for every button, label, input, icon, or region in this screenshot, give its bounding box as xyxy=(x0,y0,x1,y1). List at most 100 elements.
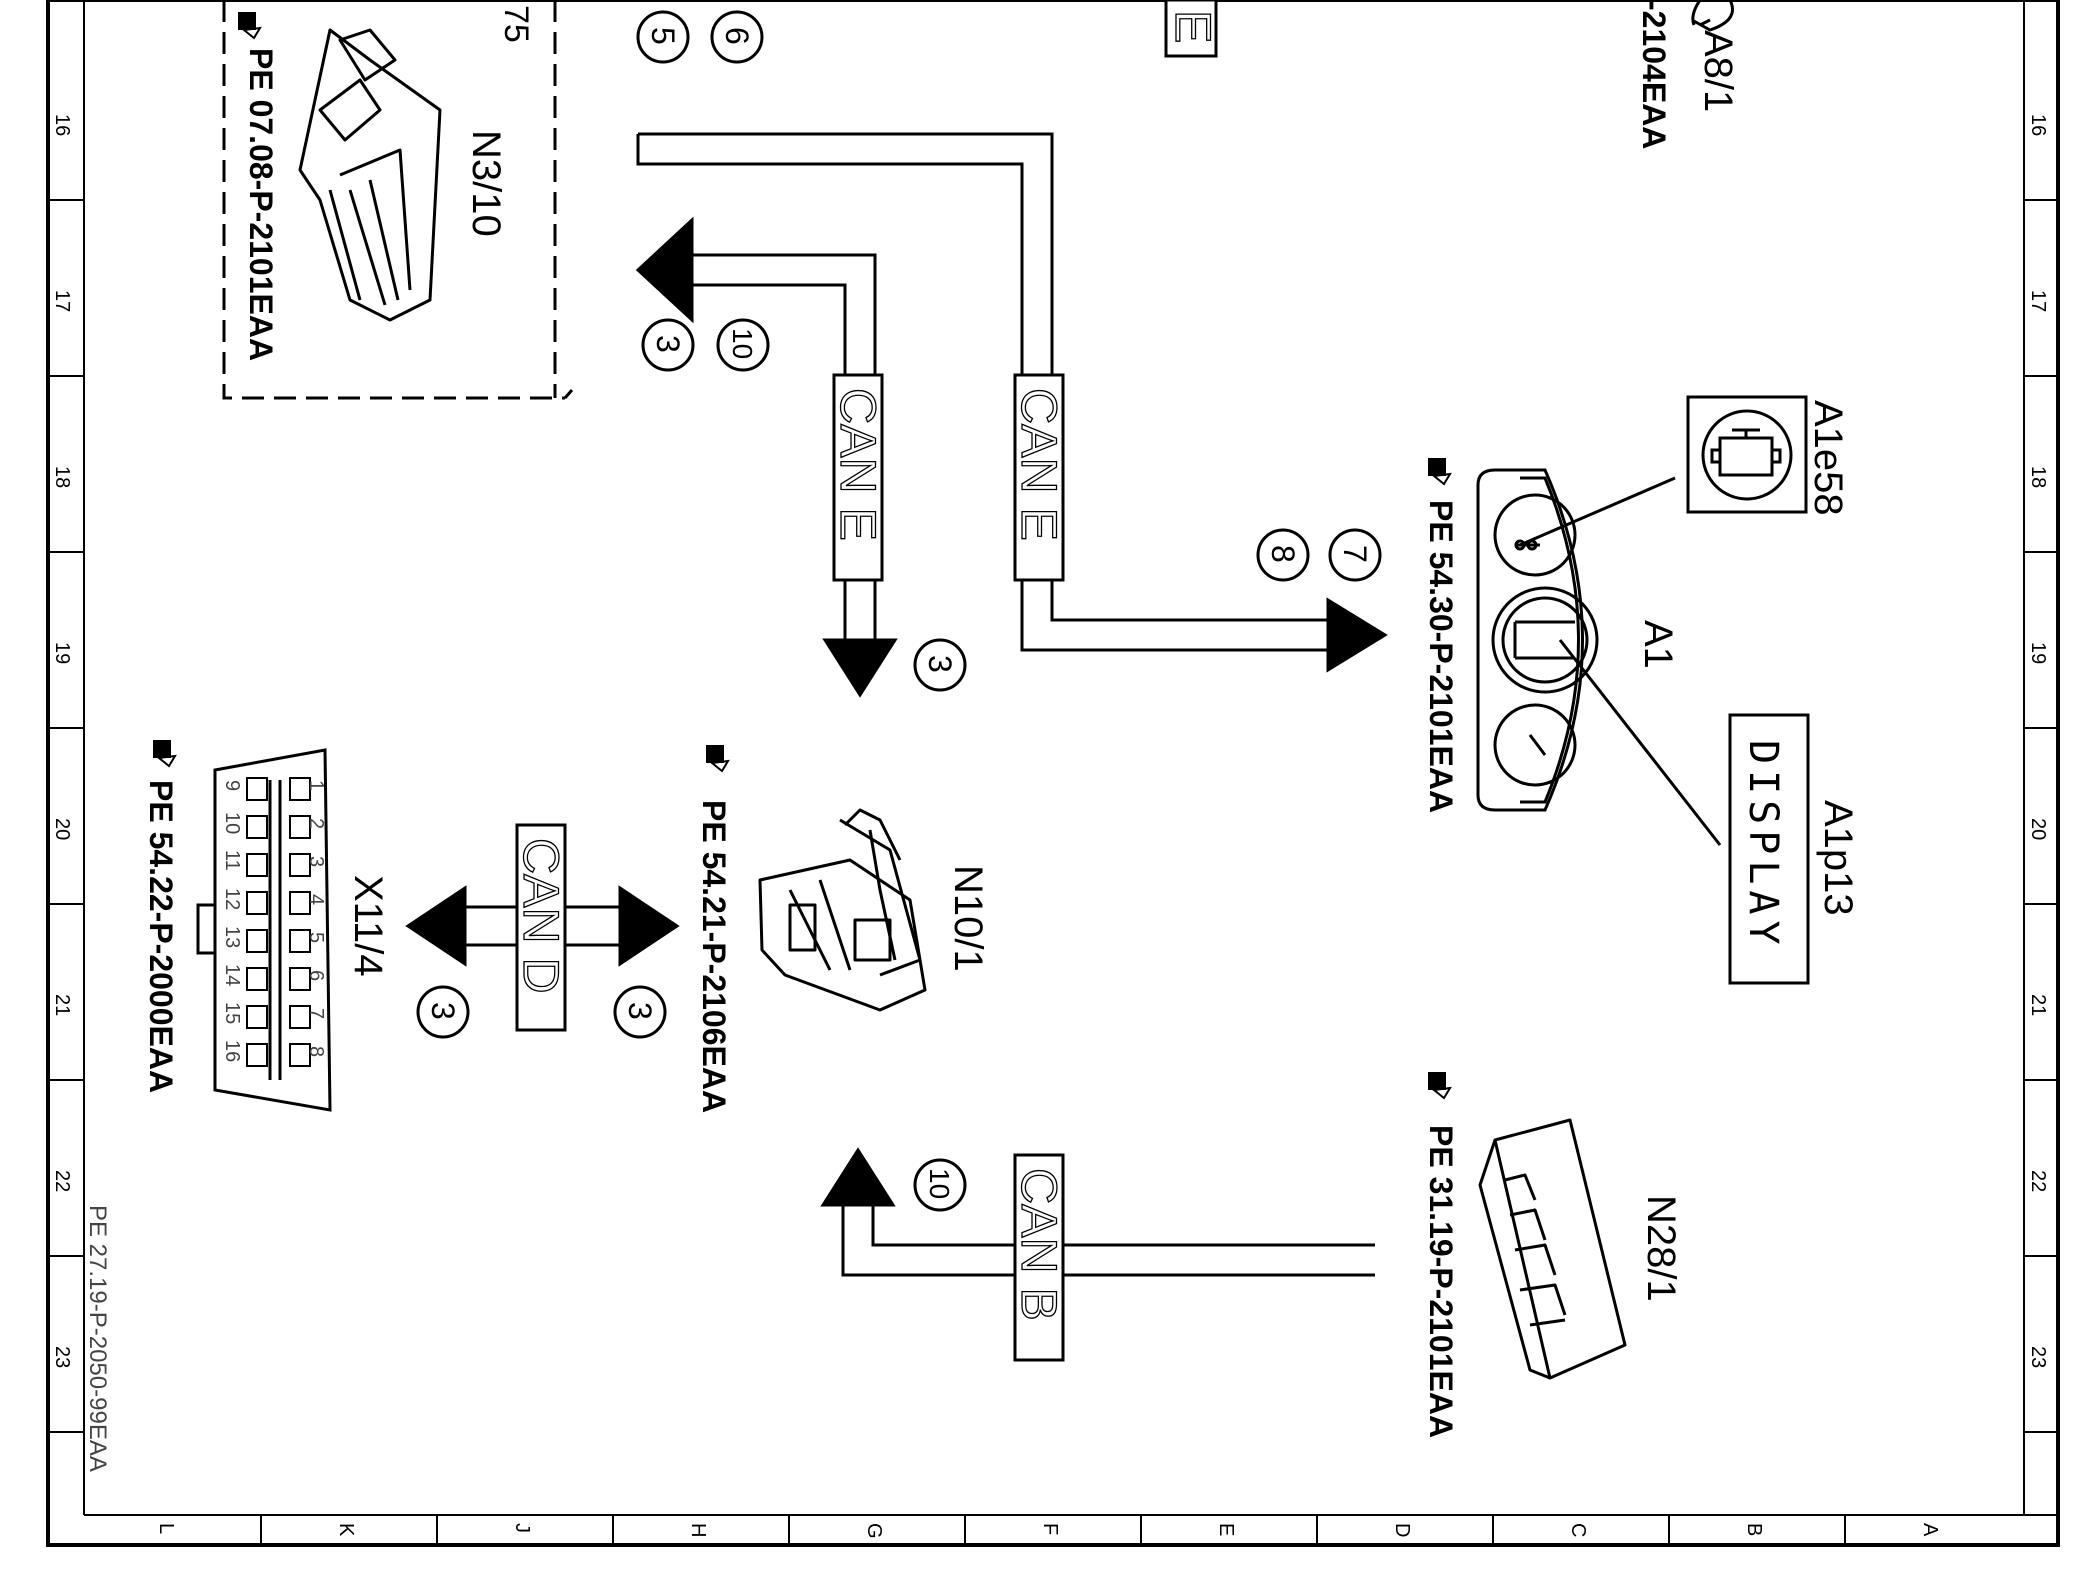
column-letter: F xyxy=(1039,1523,1061,1535)
row-number: 21 xyxy=(51,994,73,1016)
a1-code: A1 xyxy=(1636,620,1680,669)
component-n3-10: 75 N3/10 PE 07.08-P-2101EAA xyxy=(222,0,574,400)
row-number: 19 xyxy=(51,642,73,664)
svg-text:16: 16 xyxy=(221,1040,243,1062)
svg-text:6: 6 xyxy=(719,27,755,45)
pin-numbers-bottom: 9 10 11 12 13 14 15 16 xyxy=(221,780,243,1062)
row-number: 20 xyxy=(2027,818,2049,840)
hand-pointer-icon xyxy=(1428,458,1452,486)
column-letter: K xyxy=(335,1523,357,1537)
n3-10-ref: PE 07.08-P-2101EAA xyxy=(243,48,279,361)
hand-pointer-icon xyxy=(153,740,177,768)
bus-label-can-d: CAN D xyxy=(512,823,570,1032)
n10-1-code: N10/1 xyxy=(946,865,990,972)
svg-text:14: 14 xyxy=(221,964,243,986)
component-n10-1: PE 54.21-P-2106EAA N10/1 xyxy=(696,745,990,1113)
svg-text:5: 5 xyxy=(645,27,681,45)
callout-3-d-right: 3 xyxy=(613,985,667,1039)
pin-numbers-top: 1 2 3 4 5 6 7 8 xyxy=(305,780,327,1057)
svg-text:3: 3 xyxy=(622,1002,658,1020)
svg-text:11: 11 xyxy=(221,850,243,871)
callout-7: 7 xyxy=(1328,528,1382,582)
row-number: 18 xyxy=(2027,466,2049,488)
svg-text:8: 8 xyxy=(305,1046,327,1057)
column-letter: L xyxy=(155,1523,177,1534)
callout-10-mid: 10 xyxy=(716,318,770,372)
svg-text:13: 13 xyxy=(221,926,243,948)
component-a1e58: A1e58 xyxy=(1519,395,1850,547)
component-a8-1: A8/1 -2104EAA xyxy=(1636,0,1740,149)
row-number: 22 xyxy=(51,1170,73,1192)
svg-text:8: 8 xyxy=(1265,545,1301,563)
a1p13-code: A1p13 xyxy=(1816,800,1860,916)
a8-1-code: A8/1 xyxy=(1696,30,1740,112)
row-numbers-right: 16 17 18 19 20 21 22 23 xyxy=(2027,114,2049,1368)
column-letter: C xyxy=(1567,1523,1589,1537)
component-x11-4: PE 54.22-P-2000EAA 1 2 3 4 5 6 7 8 9 10 xyxy=(143,740,390,1112)
svg-text:4: 4 xyxy=(305,894,327,905)
n28-1-code: N28/1 xyxy=(1639,1195,1683,1302)
column-letter: E xyxy=(1215,1523,1237,1536)
component-a1: A1 PE 54.30-P-2101EAA xyxy=(1423,458,1680,813)
row-number: 22 xyxy=(2027,1170,2049,1192)
callout-5: 5 xyxy=(636,10,690,64)
column-letter: D xyxy=(1391,1523,1413,1537)
a1e58-code: A1e58 xyxy=(1806,400,1850,516)
row-number: 17 xyxy=(51,290,73,312)
a8-1-ref: -2104EAA xyxy=(1636,0,1672,149)
row-number: 23 xyxy=(51,1346,73,1368)
drawing-id: PE 27.19-P-2050-99EAA xyxy=(84,1205,111,1472)
row-number: 21 xyxy=(2027,994,2049,1016)
module-connector-icon xyxy=(758,808,927,1012)
svg-text:6: 6 xyxy=(305,970,327,981)
row-number: 16 xyxy=(2027,114,2049,136)
bus-label-can-b: CAN B xyxy=(1010,1153,1068,1362)
row-number: 18 xyxy=(51,466,73,488)
row-number: 20 xyxy=(51,818,73,840)
svg-text:12: 12 xyxy=(221,888,243,910)
hand-pointer-icon xyxy=(706,745,730,773)
svg-text:7: 7 xyxy=(1337,545,1373,563)
a1-ref: PE 54.30-P-2101EAA xyxy=(1423,500,1459,813)
component-n28-1: PE 31.19-P-2101EAA N28/1 xyxy=(1423,1072,1683,1438)
svg-text:10: 10 xyxy=(727,328,758,359)
column-letter: B xyxy=(1743,1523,1765,1536)
wire-can-b xyxy=(820,1147,1375,1277)
row-number: 19 xyxy=(2027,642,2049,664)
svg-text:5: 5 xyxy=(305,932,327,943)
column-letter: H xyxy=(687,1523,709,1537)
component-a1p13: DISPLAY A1p13 xyxy=(1558,639,1860,985)
svg-text:CAN E: CAN E xyxy=(830,388,886,541)
svg-text:CAN D: CAN D xyxy=(513,838,569,994)
svg-text:9: 9 xyxy=(221,780,243,791)
module-relay-icon xyxy=(1478,1118,1627,1380)
row-numbers-left: 16 17 18 19 20 21 22 23 xyxy=(51,114,73,1368)
a1p13-display-text: DISPLAY xyxy=(1740,740,1786,951)
n10-1-ref: PE 54.21-P-2106EAA xyxy=(696,800,732,1113)
n3-10-fragment: 75 xyxy=(497,5,535,43)
column-letter: J xyxy=(511,1523,533,1533)
drawing-frame xyxy=(46,0,2060,1547)
svg-text:3: 3 xyxy=(922,655,958,673)
svg-text:3: 3 xyxy=(305,856,327,867)
svg-text:2: 2 xyxy=(305,818,327,829)
svg-text:7: 7 xyxy=(305,1008,327,1019)
hand-pointer-icon xyxy=(238,12,262,40)
row-number: 16 xyxy=(51,114,73,136)
x11-4-code: X11/4 xyxy=(346,875,390,977)
svg-text:CAN B: CAN B xyxy=(1011,1168,1067,1321)
column-letter: A xyxy=(1919,1523,1941,1537)
callout-6: 6 xyxy=(710,10,764,64)
callout-3-d-left: 3 xyxy=(416,985,470,1039)
hand-pointer-icon xyxy=(1428,1072,1452,1100)
svg-text:E: E xyxy=(1165,10,1221,43)
bus-label-e-top: E xyxy=(1164,0,1222,58)
row-number: 23 xyxy=(2027,1346,2049,1368)
callout-8: 8 xyxy=(1256,528,1310,582)
svg-text:3: 3 xyxy=(650,335,686,353)
key-icon xyxy=(1691,0,1734,32)
svg-text:1: 1 xyxy=(305,780,327,791)
bus-label-can-e-right: CAN E xyxy=(1010,373,1068,582)
column-letter: G xyxy=(863,1523,885,1539)
